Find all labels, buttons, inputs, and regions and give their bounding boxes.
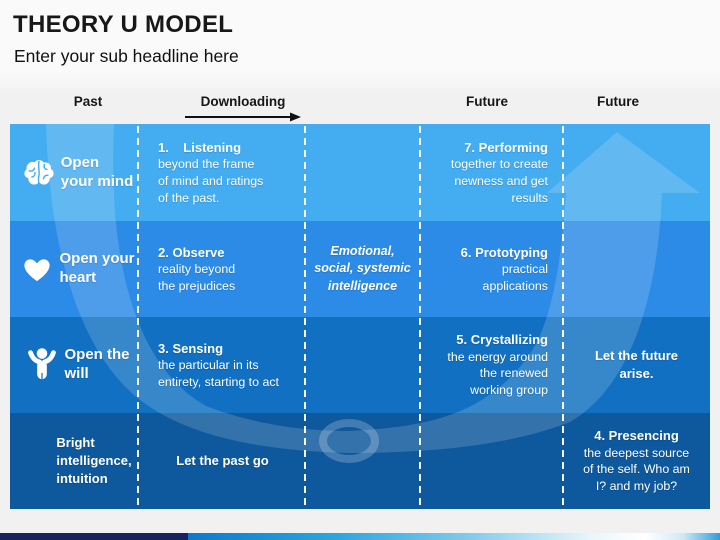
row-header-open-heart: Open your heart xyxy=(10,221,138,317)
table-row-presencing: Bright intelligence, intuition Let the p… xyxy=(10,413,710,509)
heart-icon xyxy=(21,255,53,283)
row-bg-open-heart xyxy=(10,221,710,317)
cell-intelligence-note: Emotional, social, systemic intelligence xyxy=(305,221,420,317)
cell-lead: 1. Listening xyxy=(158,139,242,155)
table-row-open-mind: Open your mind 1. Listening beyond the f… xyxy=(10,124,710,221)
u-bottom-ring-icon xyxy=(319,419,379,463)
downloading-arrow-icon xyxy=(185,112,301,122)
cell-lead: 6. Prototyping xyxy=(460,244,548,260)
cell-body: together to create newness and get resul… xyxy=(450,157,548,205)
cell-body: the deepest source of the self. Who am I… xyxy=(583,445,690,493)
cell-lead: 5. Crystallizing xyxy=(456,332,548,348)
theory-u-table: Open your mind 1. Listening beyond the f… xyxy=(10,124,710,509)
cell-note: Emotional, social, systemic intelligence xyxy=(314,243,411,293)
column-divider-dashed-lines xyxy=(137,126,564,507)
row-bg-open-mind xyxy=(10,124,710,221)
cell-note: Let the past go xyxy=(176,453,269,469)
row-bg-open-will xyxy=(10,317,710,413)
cell-listening: 1. Listening beyond the frame of mind an… xyxy=(138,124,305,221)
cell-presencing: 4. Presencing the deepest source of the … xyxy=(563,413,710,509)
cell-note: Let the future arise. xyxy=(594,348,679,381)
cell-prototyping: 6. Prototyping practical applications xyxy=(420,221,563,317)
cell-body: practical applications xyxy=(482,262,548,293)
cell-observe: 2. Observe reality beyond the prejudices xyxy=(138,221,305,317)
cell-performing: 7. Performing together to create newness… xyxy=(420,124,563,221)
row-bg-presencing xyxy=(10,413,710,509)
cell-body: the energy around the renewed working gr… xyxy=(447,349,548,397)
u-arrow-watermark-icon xyxy=(46,124,700,507)
row-label: Open the will xyxy=(64,346,130,382)
table-row-open-will: Open the will 3. Sensing the particular … xyxy=(10,317,710,413)
column-header-downloading: Downloading xyxy=(200,94,286,109)
cell-lead: 7. Performing xyxy=(464,139,548,155)
cell-let-future-arise: Let the future arise. xyxy=(563,317,710,413)
table-row-open-heart: Open your heart 2. Observe reality beyon… xyxy=(10,221,710,317)
cell-lead: 3. Sensing xyxy=(158,340,224,356)
row-label: Open your mind xyxy=(60,153,134,190)
page-subtitle: Enter your sub headline here xyxy=(14,46,239,66)
brain-icon xyxy=(23,159,55,187)
cell-lead: 2. Observe xyxy=(158,244,225,260)
cell-body: beyond the frame of mind and ratings of … xyxy=(158,157,264,205)
column-header-future-near: Future xyxy=(466,94,508,109)
row-header-open-will: Open the will xyxy=(10,317,138,413)
row-label: Bright intelligence, intuition xyxy=(56,435,132,486)
footer-accent-bar xyxy=(0,533,720,540)
cell-let-past-go: Let the past go xyxy=(138,413,305,509)
person-raised-arms-icon xyxy=(26,347,58,383)
footer-bar-navy-segment xyxy=(0,533,188,540)
cell-sensing: 3. Sensing the particular in its entiret… xyxy=(138,317,305,413)
column-header-past: Past xyxy=(73,94,103,109)
cell-body: the particular in its entirety, starting… xyxy=(158,358,279,389)
cell-crystallizing: 5. Crystallizing the energy around the r… xyxy=(420,317,563,413)
column-header-future-far: Future xyxy=(597,94,639,109)
cell-lead: 4. Presencing xyxy=(594,428,679,444)
page-title: THEORY U MODEL xyxy=(13,11,234,38)
row-header-open-mind: Open your mind xyxy=(10,124,138,221)
footer-bar-gradient-segment xyxy=(188,533,720,540)
row-header-bright-intelligence: Bright intelligence, intuition xyxy=(10,413,138,509)
cell-body: reality beyond the prejudices xyxy=(158,262,236,293)
row-label: Open your heart xyxy=(59,250,135,286)
